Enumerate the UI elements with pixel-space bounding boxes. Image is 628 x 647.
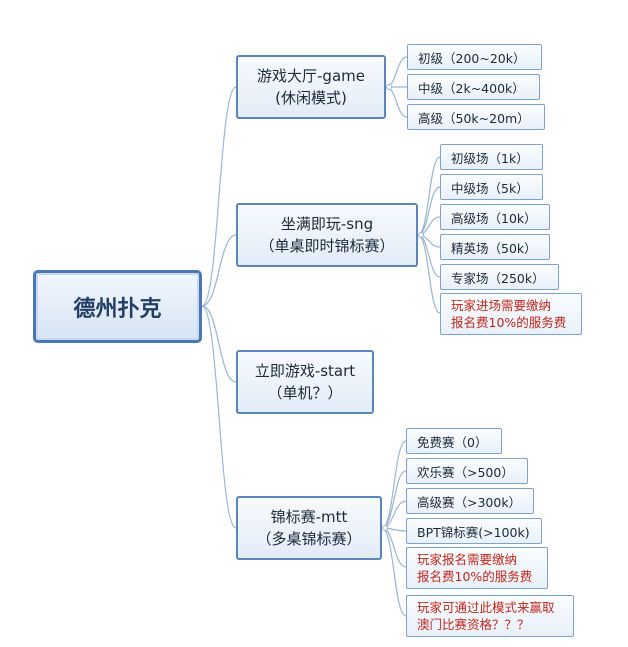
leaf-connector <box>385 56 408 88</box>
leaf-label: 欢乐赛（>500） <box>417 464 514 480</box>
leaf-label: 免费赛（0） <box>417 434 488 450</box>
leaf-label: 初级场（1k） <box>451 150 529 166</box>
note-line: 澳门比赛资格？？？ <box>417 617 530 632</box>
leaf-game-intermediate: 中级（2k~400k） <box>407 74 540 100</box>
root-label: 德州扑克 <box>73 296 162 322</box>
root-connector <box>201 305 237 529</box>
leaf-connector <box>381 527 407 568</box>
leaf-game-advanced: 高级（50k~20m） <box>407 104 545 130</box>
branch-subtitle: （单机？） <box>267 384 343 402</box>
leaf-connector <box>381 527 407 617</box>
branch-mtt: 锦标赛-mtt （多桌锦标赛） <box>236 496 382 560</box>
note-mtt-macau: 玩家可通过此模式来赢取 澳门比赛资格？？？ <box>406 595 574 637</box>
branch-title: 坐满即玩-sng <box>280 215 374 233</box>
root-connector <box>201 86 237 307</box>
note-line: 玩家进场需要缴纳 <box>451 298 552 313</box>
branch-title: 游戏大厅-game <box>257 67 365 85</box>
leaf-sng-elite: 精英场（50k） <box>440 234 550 260</box>
leaf-label: 中级场（5k） <box>451 180 529 196</box>
leaf-mtt-bpt: BPT锦标赛(>100k) <box>406 518 542 544</box>
leaf-label: 高级赛（>300k） <box>417 494 522 510</box>
leaf-label: 专家场（250k） <box>451 270 545 286</box>
note-mtt-fee: 玩家报名需要缴纳 报名费10%的服务费 <box>406 547 548 589</box>
note-sng-fee: 玩家进场需要缴纳 报名费10%的服务费 <box>440 293 582 335</box>
leaf-connector <box>417 156 441 236</box>
leaf-label: 初级（200~20k） <box>418 50 526 66</box>
leaf-game-beginner: 初级（200~20k） <box>407 44 542 70</box>
leaf-sng-intermediate: 中级场（5k） <box>440 174 543 200</box>
leaf-label: 高级（50k~20m） <box>418 110 530 126</box>
leaf-sng-beginner: 初级场（1k） <box>440 144 543 170</box>
branch-start: 立即游戏-start （单机？） <box>236 350 374 414</box>
note-line: 玩家报名需要缴纳 <box>417 552 518 567</box>
branch-subtitle: （多桌锦标赛） <box>256 530 362 548</box>
branch-title: 立即游戏-start <box>254 362 356 380</box>
leaf-label: 精英场（50k） <box>451 240 537 256</box>
junction-dot <box>382 525 388 531</box>
leaf-label: 高级场（10k） <box>451 210 537 226</box>
branch-sng: 坐满即玩-sng （单桌即时锦标赛） <box>236 203 418 267</box>
leaf-label: BPT锦标赛(>100k) <box>417 524 530 540</box>
note-line: 玩家可通过此模式来赢取 <box>417 600 555 615</box>
branch-title: 锦标赛-mtt <box>270 508 348 526</box>
note-line: 报名费10%的服务费 <box>417 569 533 584</box>
leaf-mtt-free: 免费赛（0） <box>406 428 502 454</box>
leaf-label: 中级（2k~400k） <box>418 80 525 96</box>
branch-subtitle: （单桌即时锦标赛） <box>259 237 395 255</box>
leaf-mtt-advanced: 高级赛（>300k） <box>406 488 534 514</box>
junction-dot <box>386 84 392 90</box>
junction-dot <box>418 232 424 238</box>
leaf-sng-expert: 专家场（250k） <box>440 264 559 290</box>
root-connector <box>201 305 237 383</box>
leaf-connector <box>381 470 407 529</box>
leaf-mtt-fun: 欢乐赛（>500） <box>406 458 528 484</box>
root-connector <box>201 234 237 307</box>
leaf-connector <box>385 86 408 118</box>
branch-subtitle: (休闲模式) <box>275 89 347 107</box>
leaf-sng-advanced: 高级场（10k） <box>440 204 550 230</box>
branch-game-lobby: 游戏大厅-game (休闲模式) <box>236 55 386 119</box>
note-line: 报名费10%的服务费 <box>451 315 567 330</box>
root-node: 德州扑克 <box>33 270 202 343</box>
